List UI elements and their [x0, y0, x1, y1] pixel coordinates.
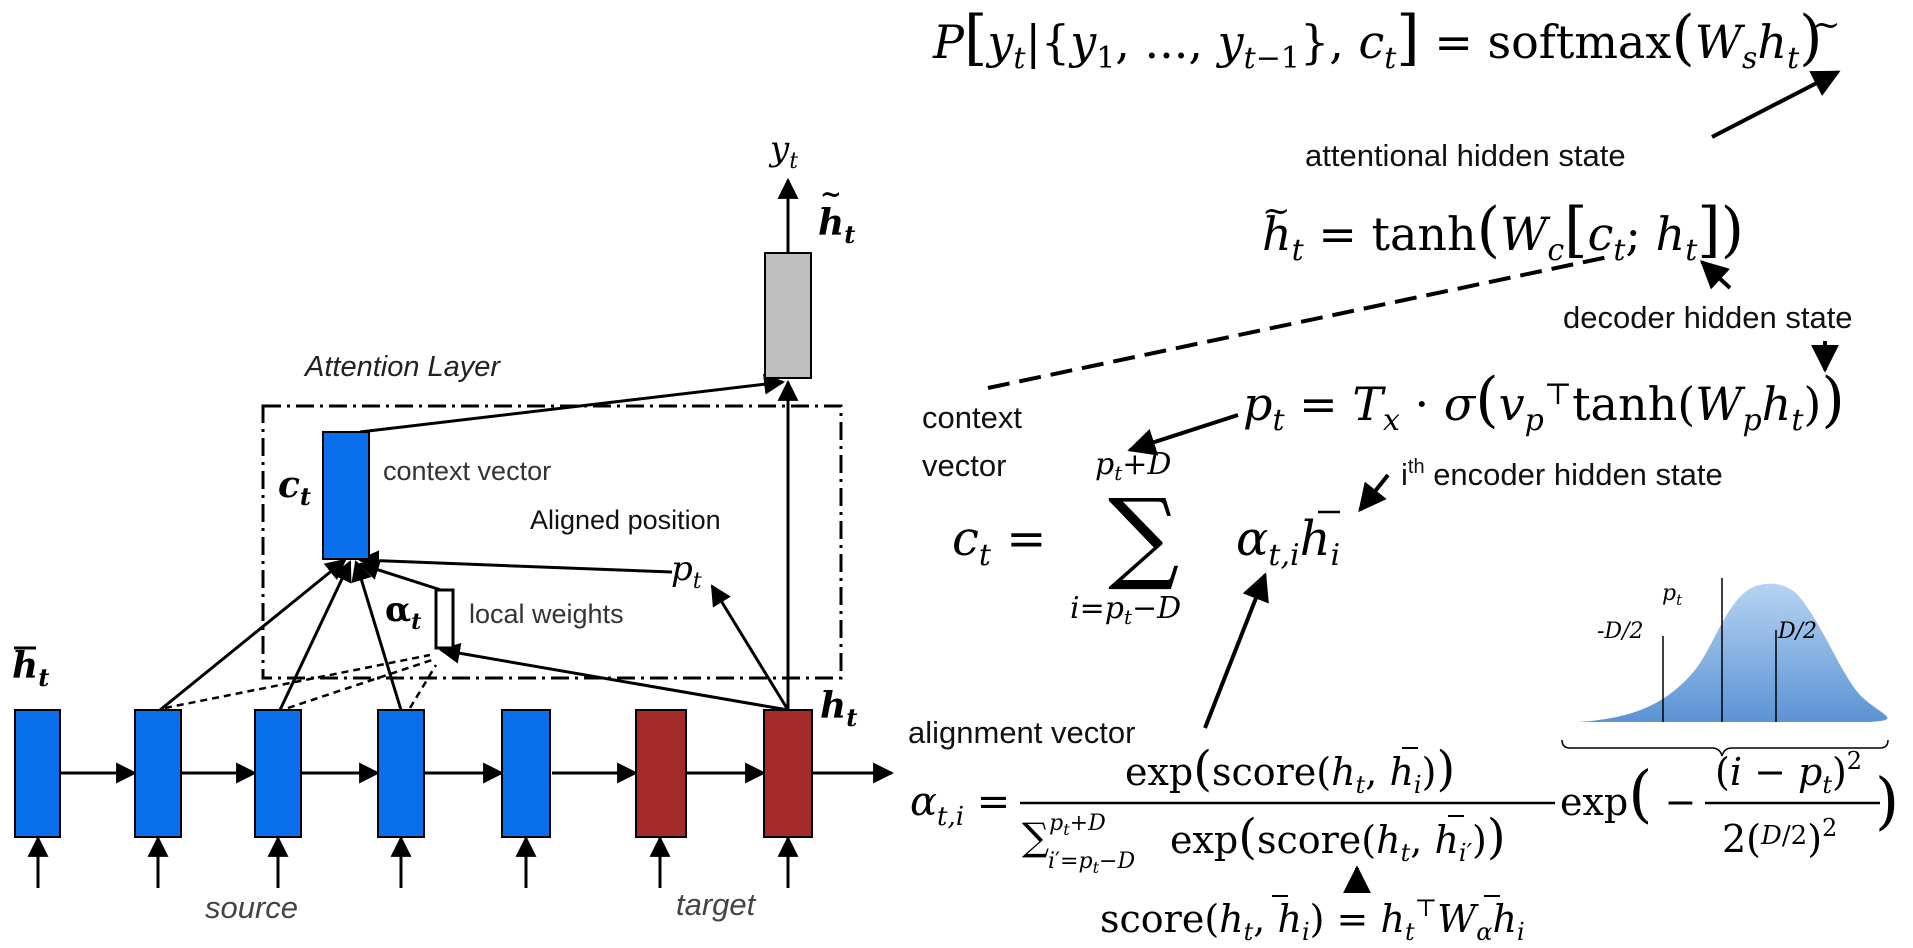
source-label: source: [205, 890, 298, 925]
svg-text:P[yt|{y1, ..., yt−1}, ct] = so: P[yt|{y1, ..., yt−1}, ct] = softmax(Wsht…: [932, 3, 1823, 76]
gaussian-top-label: pt: [1662, 581, 1683, 609]
svg-text:αt,i =: αt,i =: [910, 779, 1010, 832]
svg-text:score(ht, hi) = ht⊤Wαhi: score(ht, hi) = ht⊤Wαhi: [1100, 894, 1525, 946]
gaussian-left-label: -D/2: [1597, 619, 1643, 644]
svg-text:∑pt+D: ∑pt+D: [1022, 811, 1106, 859]
svg-text:): ): [1875, 764, 1899, 837]
encoder-state-box: [14, 709, 61, 838]
arrow-pt: [1127, 413, 1239, 456]
svg-text:pt+D: pt+D: [1095, 447, 1171, 485]
gaussian-window: pt -D/2 D/2: [1561, 578, 1889, 757]
arrow-ith-encoder: [1358, 473, 1390, 513]
gaussian-brace: [1561, 739, 1889, 757]
attentional-state-box: [764, 252, 812, 379]
encoder-state-box: [254, 709, 302, 838]
local-weights-box: [434, 588, 455, 650]
annotation-ith-encoder-hidden-state: ith encoder hidden state: [1401, 456, 1723, 492]
c-t-symbol: ct: [278, 464, 311, 511]
gaussian-right-label: D/2: [1777, 619, 1817, 644]
arrow-attentional-hidden-state: [1711, 70, 1841, 139]
alignment-dashed-lines: [164, 653, 438, 710]
equation-attentional-state: ht = tanh(Wc[ct; ht]) ~: [1262, 191, 1744, 268]
svg-text:∑: ∑: [1108, 477, 1179, 594]
y-t-symbol: yt: [768, 129, 798, 174]
p-t-symbol: pt: [671, 549, 702, 594]
encoder-state-box: [501, 709, 551, 838]
svg-text:ht: ht: [818, 202, 855, 249]
svg-text:~: ~: [1262, 191, 1291, 231]
target-label: target: [676, 887, 757, 922]
context-dashed-line: [987, 255, 1609, 390]
decoder-state-box: [763, 709, 813, 838]
svg-text:~: ~: [1812, 5, 1841, 45]
svg-text:ht: ht: [12, 645, 49, 692]
arrow-alignment-vector: [1203, 572, 1269, 729]
encoder-state-box: [377, 709, 425, 838]
h-t-symbol: ht: [820, 685, 857, 732]
svg-text:i=pt−D: i=pt−D: [1070, 591, 1181, 629]
svg-text:i′=pt−D: i′=pt−D: [1048, 849, 1135, 877]
context-vector-label: context vector: [383, 456, 551, 486]
encoder-state-box: [134, 709, 182, 838]
gaussian-curve: [1578, 583, 1888, 722]
equation-alignment-weights: αt,i = exp(score(ht, hi)) ∑pt+D i′=pt−D …: [910, 741, 1899, 877]
decoder-states: [635, 709, 813, 838]
h-tilde-t-symbol: ~ ht: [818, 180, 855, 249]
svg-text:pt = Tx · σ(vp⊤tanh(Wpht)): pt = Tx · σ(vp⊤tanh(Wpht)): [1243, 365, 1845, 438]
equation-context-vector: ct = pt+D ∑ i=pt−D αt,ihi: [952, 447, 1340, 629]
local-weights-label: local weights: [469, 599, 624, 629]
annotation-decoder-hidden-state: decoder hidden state: [1563, 300, 1853, 335]
h-bar-t-symbol: ht: [12, 645, 49, 692]
annotation-context-vector-1: context: [922, 400, 1022, 435]
svg-text:ht = tanh(Wc[ct; ht]): ht = tanh(Wc[ct; ht]): [1262, 195, 1744, 268]
context-arrows: [159, 177, 799, 712]
decoder-state-box: [635, 709, 687, 838]
equation-output-probability: P[yt|{y1, ..., yt−1}, ct] = softmax(Wsht…: [932, 3, 1841, 76]
svg-text:(i − pt)2: (i − pt)2: [1715, 747, 1862, 799]
svg-text:ct =: ct =: [952, 511, 1046, 573]
encoder-states: [14, 709, 551, 838]
svg-text:exp(score(ht, hi)): exp(score(ht, hi)): [1125, 741, 1455, 799]
input-arrows: [27, 835, 799, 888]
equation-score: score(ht, hi) = ht⊤Wαhi: [1100, 894, 1525, 946]
attention-layer-box: [261, 404, 843, 680]
svg-text:~: ~: [820, 180, 842, 210]
annotation-context-vector-2: vector: [922, 448, 1006, 483]
aligned-position-label: Aligned position: [530, 505, 721, 535]
arrow-decoder-to-h: [1699, 260, 1732, 290]
annotation-attentional-hidden-state: attentional hidden state: [1305, 138, 1626, 173]
attention-layer-label: Attention Layer: [303, 351, 501, 383]
context-vector-box: [322, 431, 370, 560]
annotation-alignment-vector: alignment vector: [908, 715, 1135, 750]
svg-text:2(D/2)2: 2(D/2)2: [1722, 814, 1837, 861]
svg-text:exp(score(ht, hi′)): exp(score(ht, hi′)): [1170, 809, 1506, 867]
svg-text:αt,ihi: αt,ihi: [1236, 511, 1340, 573]
alpha-t-symbol: αt: [385, 590, 421, 635]
svg-text:exp( −: exp( −: [1560, 757, 1696, 830]
equation-aligned-position: pt = Tx · σ(vp⊤tanh(Wpht)): [1243, 365, 1845, 438]
